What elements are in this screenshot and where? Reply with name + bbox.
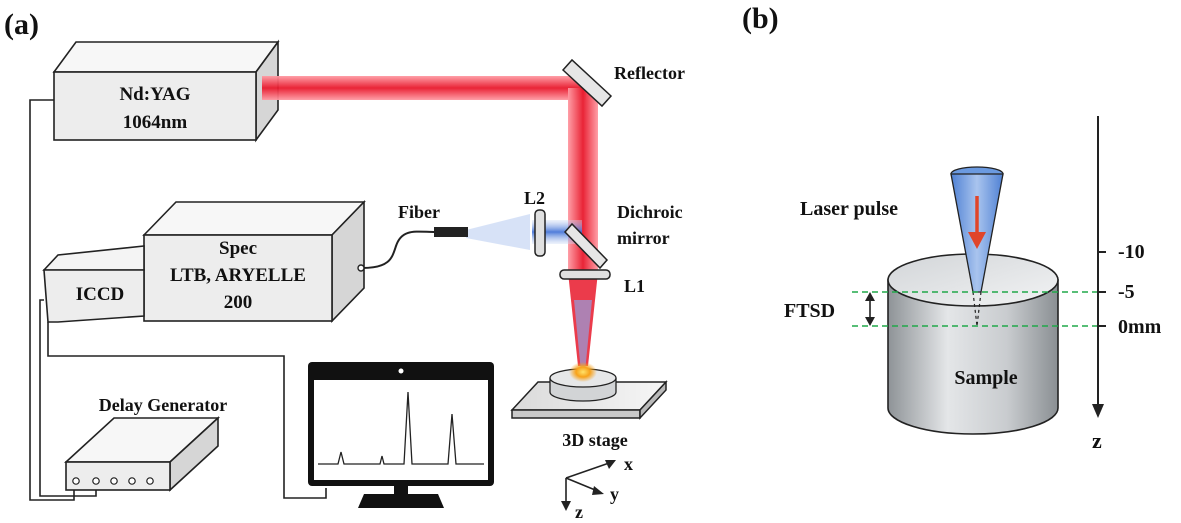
iccd-box: ICCD bbox=[42, 245, 145, 323]
sample-stage: 3D stage bbox=[510, 362, 668, 450]
panel-label-a: (a) bbox=[4, 8, 39, 41]
guide-lines bbox=[852, 291, 1106, 327]
sample-label: Sample bbox=[954, 367, 1017, 389]
lens-l2-label: L2 bbox=[524, 188, 545, 208]
stage-label: 3D stage bbox=[562, 430, 628, 450]
lens-l1: L1 bbox=[559, 269, 645, 296]
z-axis-label: z bbox=[1092, 428, 1102, 453]
cables bbox=[29, 99, 327, 501]
laser-label-line2: 1064nm bbox=[123, 112, 188, 133]
reflector-mirror: Reflector bbox=[561, 58, 685, 108]
lens-l1-label: L1 bbox=[624, 276, 645, 296]
spec-label-line2: LTB, ARYELLE bbox=[170, 265, 306, 286]
plasma-glow bbox=[569, 362, 597, 382]
computer-monitor bbox=[308, 362, 494, 508]
z-tick-label: -5 bbox=[1118, 281, 1135, 303]
panel-label-b: (b) bbox=[742, 2, 779, 35]
z-axis bbox=[1092, 116, 1106, 418]
ftsd-marker bbox=[865, 292, 875, 326]
laser-pulse-label: Laser pulse bbox=[800, 198, 898, 220]
coordinate-axes bbox=[561, 460, 616, 511]
laser-label-line1: Nd:YAG bbox=[119, 84, 190, 105]
axis-x-label: x bbox=[624, 454, 633, 474]
axis-y-label: y bbox=[610, 484, 619, 504]
delay-generator-box: Delay Generator bbox=[63, 395, 227, 492]
reflector-label: Reflector bbox=[614, 63, 685, 83]
spec-label-line3: 200 bbox=[224, 292, 253, 313]
spectrometer-box: Spec LTB, ARYELLE 200 bbox=[142, 200, 366, 323]
axis-z-label: z bbox=[575, 502, 583, 522]
delay-generator-ports bbox=[72, 477, 154, 485]
optical-fiber: Fiber bbox=[361, 202, 468, 269]
fiber-label: Fiber bbox=[398, 202, 440, 222]
dichroic-label-line1: Dichroic bbox=[617, 202, 683, 222]
dichroic-mirror: Dichroic mirror bbox=[563, 202, 683, 270]
laser-cone: Laser pulse bbox=[800, 166, 1004, 327]
iccd-label: ICCD bbox=[76, 284, 125, 305]
lens-l2: L2 bbox=[524, 188, 546, 257]
ftsd-label: FTSD bbox=[784, 300, 835, 322]
z-tick-label: -10 bbox=[1118, 241, 1145, 263]
delay-generator-label: Delay Generator bbox=[99, 395, 227, 415]
laser-box: Nd:YAG 1064nm bbox=[52, 39, 280, 143]
z-tick-label: 0mm bbox=[1118, 316, 1162, 338]
dichroic-label-line2: mirror bbox=[617, 228, 670, 248]
spectrum-trace bbox=[318, 391, 484, 465]
pulse-direction-arrow bbox=[968, 232, 986, 249]
spec-label-line1: Spec bbox=[219, 238, 257, 259]
